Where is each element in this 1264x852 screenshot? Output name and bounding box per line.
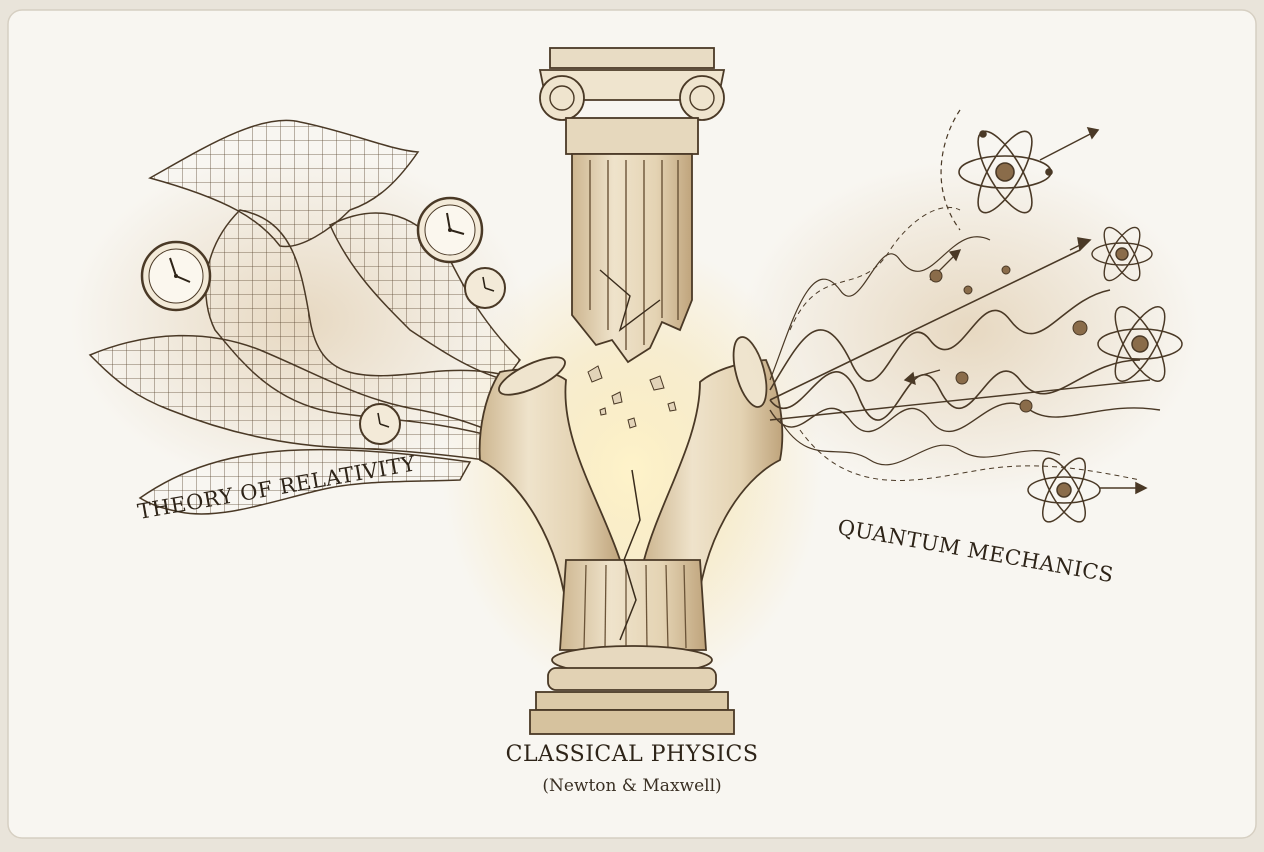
particle-dots: [929, 265, 1088, 413]
arrow-icon: [1100, 481, 1148, 495]
clock-icon: [416, 196, 484, 264]
classical-physics-label: CLASSICAL PHYSICS: [505, 742, 759, 767]
atom-icon: [1097, 306, 1183, 382]
clock-icon: [359, 403, 401, 445]
column-trunk: [559, 559, 707, 651]
atom-icon: [1091, 226, 1153, 282]
atom-icon: [958, 130, 1053, 214]
dashed-trajectory: [940, 109, 961, 231]
clock-icon: [140, 240, 212, 312]
spacetime-sheet-bottom: [138, 448, 472, 515]
classical-physics-subtitle: (Newton & Maxwell): [542, 776, 722, 796]
arrow-icon: [903, 369, 941, 386]
spacetime-sheet-right: [329, 212, 521, 381]
arrow-icon: [1069, 237, 1092, 252]
clock-icon: [464, 267, 506, 309]
arrow-icon: [1039, 126, 1100, 161]
spacetime-grid-group: [70, 119, 530, 515]
atom-icon: [1027, 457, 1101, 523]
